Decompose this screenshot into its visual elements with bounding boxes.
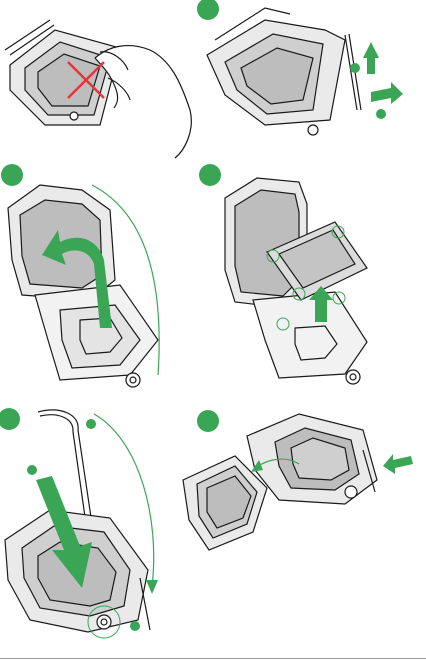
callout-dot-icon [27,465,37,475]
release-arrows-icon [363,42,403,104]
step-lift-load-plate [0,160,210,390]
step-close-plate-and-lever [0,400,210,658]
step-remove-cover-warning [0,0,210,160]
step-insert-cpu [195,160,426,390]
close-plate-illustration [0,400,210,658]
bottom-rule [0,658,426,659]
callout-dot-icon [376,109,386,119]
callout-dot-icon [130,621,140,631]
remove-cap-illustration [195,400,426,658]
arc-tip-icon [146,580,158,594]
push-arrow-icon [383,454,413,474]
callout-dot-icon [350,63,360,73]
step-remove-pnp-cap [195,400,426,658]
open-plate-illustration [0,160,210,390]
socket-lever-illustration [195,0,426,160]
socket-with-hand-illustration [0,0,210,160]
callout-dot-icon [86,419,96,429]
cpu-insert-illustration [195,160,426,390]
step-release-load-lever [195,0,426,160]
